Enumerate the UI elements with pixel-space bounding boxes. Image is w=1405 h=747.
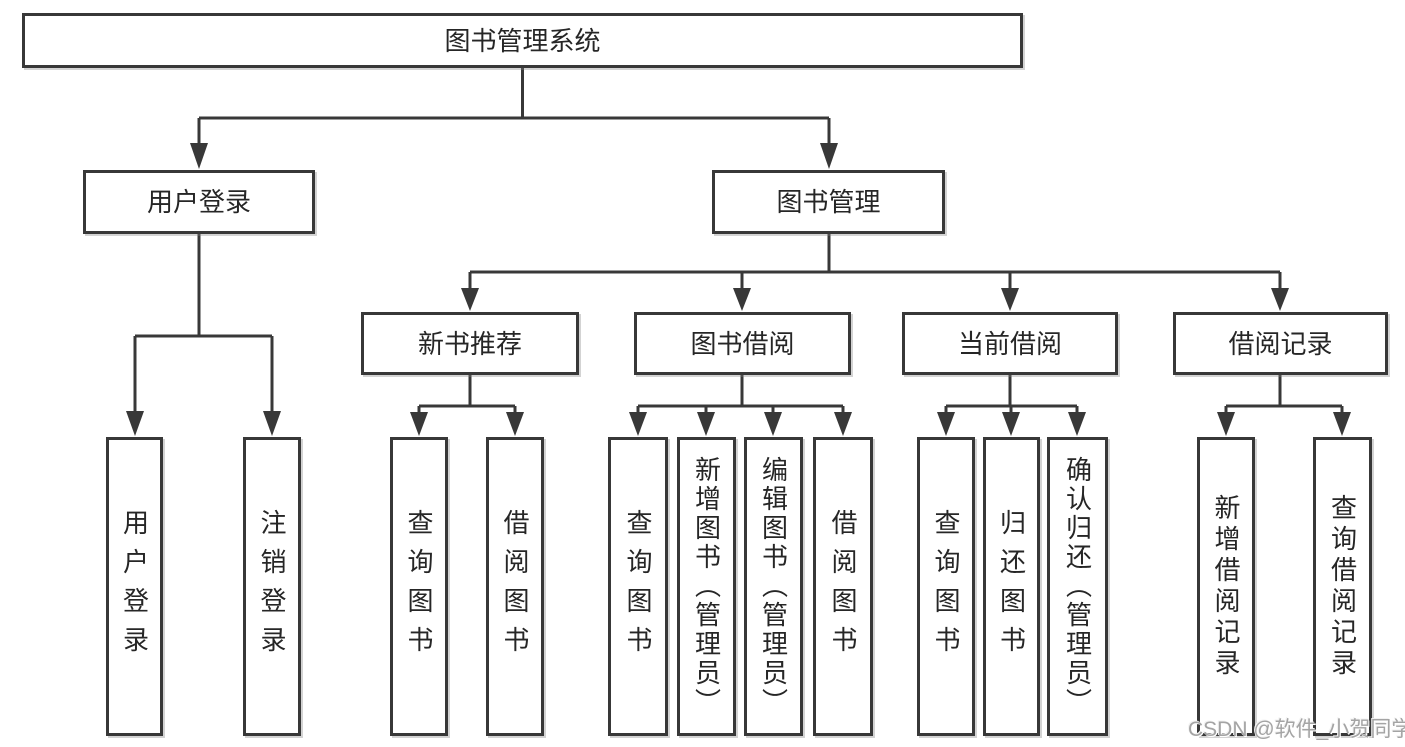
leaf-add-book-admin-label: 新增图书（管理员） [691,456,722,717]
leaf-return-book: 归还图书 [983,437,1040,736]
edges-current-borrow [937,375,1086,436]
node-user-login-label: 用户登录 [146,187,251,217]
edges-borrow-records [1217,375,1351,436]
node-borrow-records-label: 借阅记录 [1228,328,1333,359]
leaf-user-login-label: 用户登录 [119,508,150,665]
node-root-label: 图书管理系统 [444,25,601,56]
node-book-management-label: 图书管理 [776,187,881,217]
edges-root [190,68,838,169]
leaf-edit-book-admin: 编辑图书（管理员） [744,437,803,736]
leaf-query-books-3: 查询图书 [917,437,975,736]
leaf-borrow-books-2-label: 借阅图书 [828,508,858,665]
leaf-borrow-books-1: 借阅图书 [486,437,544,736]
node-borrow-records: 借阅记录 [1173,312,1388,375]
leaf-add-borrow-record-label: 新增借阅记录 [1211,493,1241,680]
edges-user-login [126,234,281,436]
leaf-return-book-label: 归还图书 [996,508,1027,665]
node-book-borrow: 图书借阅 [634,312,851,375]
edges-book-management [461,234,1289,311]
node-current-borrow: 当前借阅 [902,312,1118,375]
node-book-management: 图书管理 [712,170,945,234]
edges-book-borrow [629,375,852,436]
leaf-add-book-admin: 新增图书（管理员） [677,437,736,736]
leaf-confirm-return-admin: 确认归还（管理员） [1047,437,1108,736]
leaf-edit-book-admin-label: 编辑图书（管理员） [758,456,789,717]
watermark: CSDN @软件_小贺同学 [1188,718,1405,741]
leaf-logout-label: 注销登录 [257,508,287,665]
node-new-book-recommend-label: 新书推荐 [417,328,522,359]
edges-new-book-recommend [410,375,524,436]
leaf-query-borrow-record-label: 查询借阅记录 [1327,493,1358,680]
node-root: 图书管理系统 [22,13,1023,68]
leaf-query-books-3-label: 查询图书 [931,508,961,665]
leaf-add-borrow-record: 新增借阅记录 [1197,437,1255,736]
leaf-query-books-1: 查询图书 [390,437,448,736]
node-new-book-recommend: 新书推荐 [361,312,579,375]
leaf-query-books-2-label: 查询图书 [623,508,653,665]
leaf-logout: 注销登录 [243,437,301,736]
node-user-login: 用户登录 [83,170,315,234]
leaf-borrow-books-2: 借阅图书 [813,437,873,736]
node-book-borrow-label: 图书借阅 [690,328,795,359]
leaf-query-borrow-record: 查询借阅记录 [1313,437,1372,736]
node-current-borrow-label: 当前借阅 [957,328,1062,359]
leaf-user-login: 用户登录 [106,437,163,736]
leaf-borrow-books-1-label: 借阅图书 [500,508,530,665]
leaf-confirm-return-admin-label: 确认归还（管理员） [1062,456,1093,717]
leaf-query-books-2: 查询图书 [608,437,668,736]
leaf-query-books-1-label: 查询图书 [404,508,434,665]
